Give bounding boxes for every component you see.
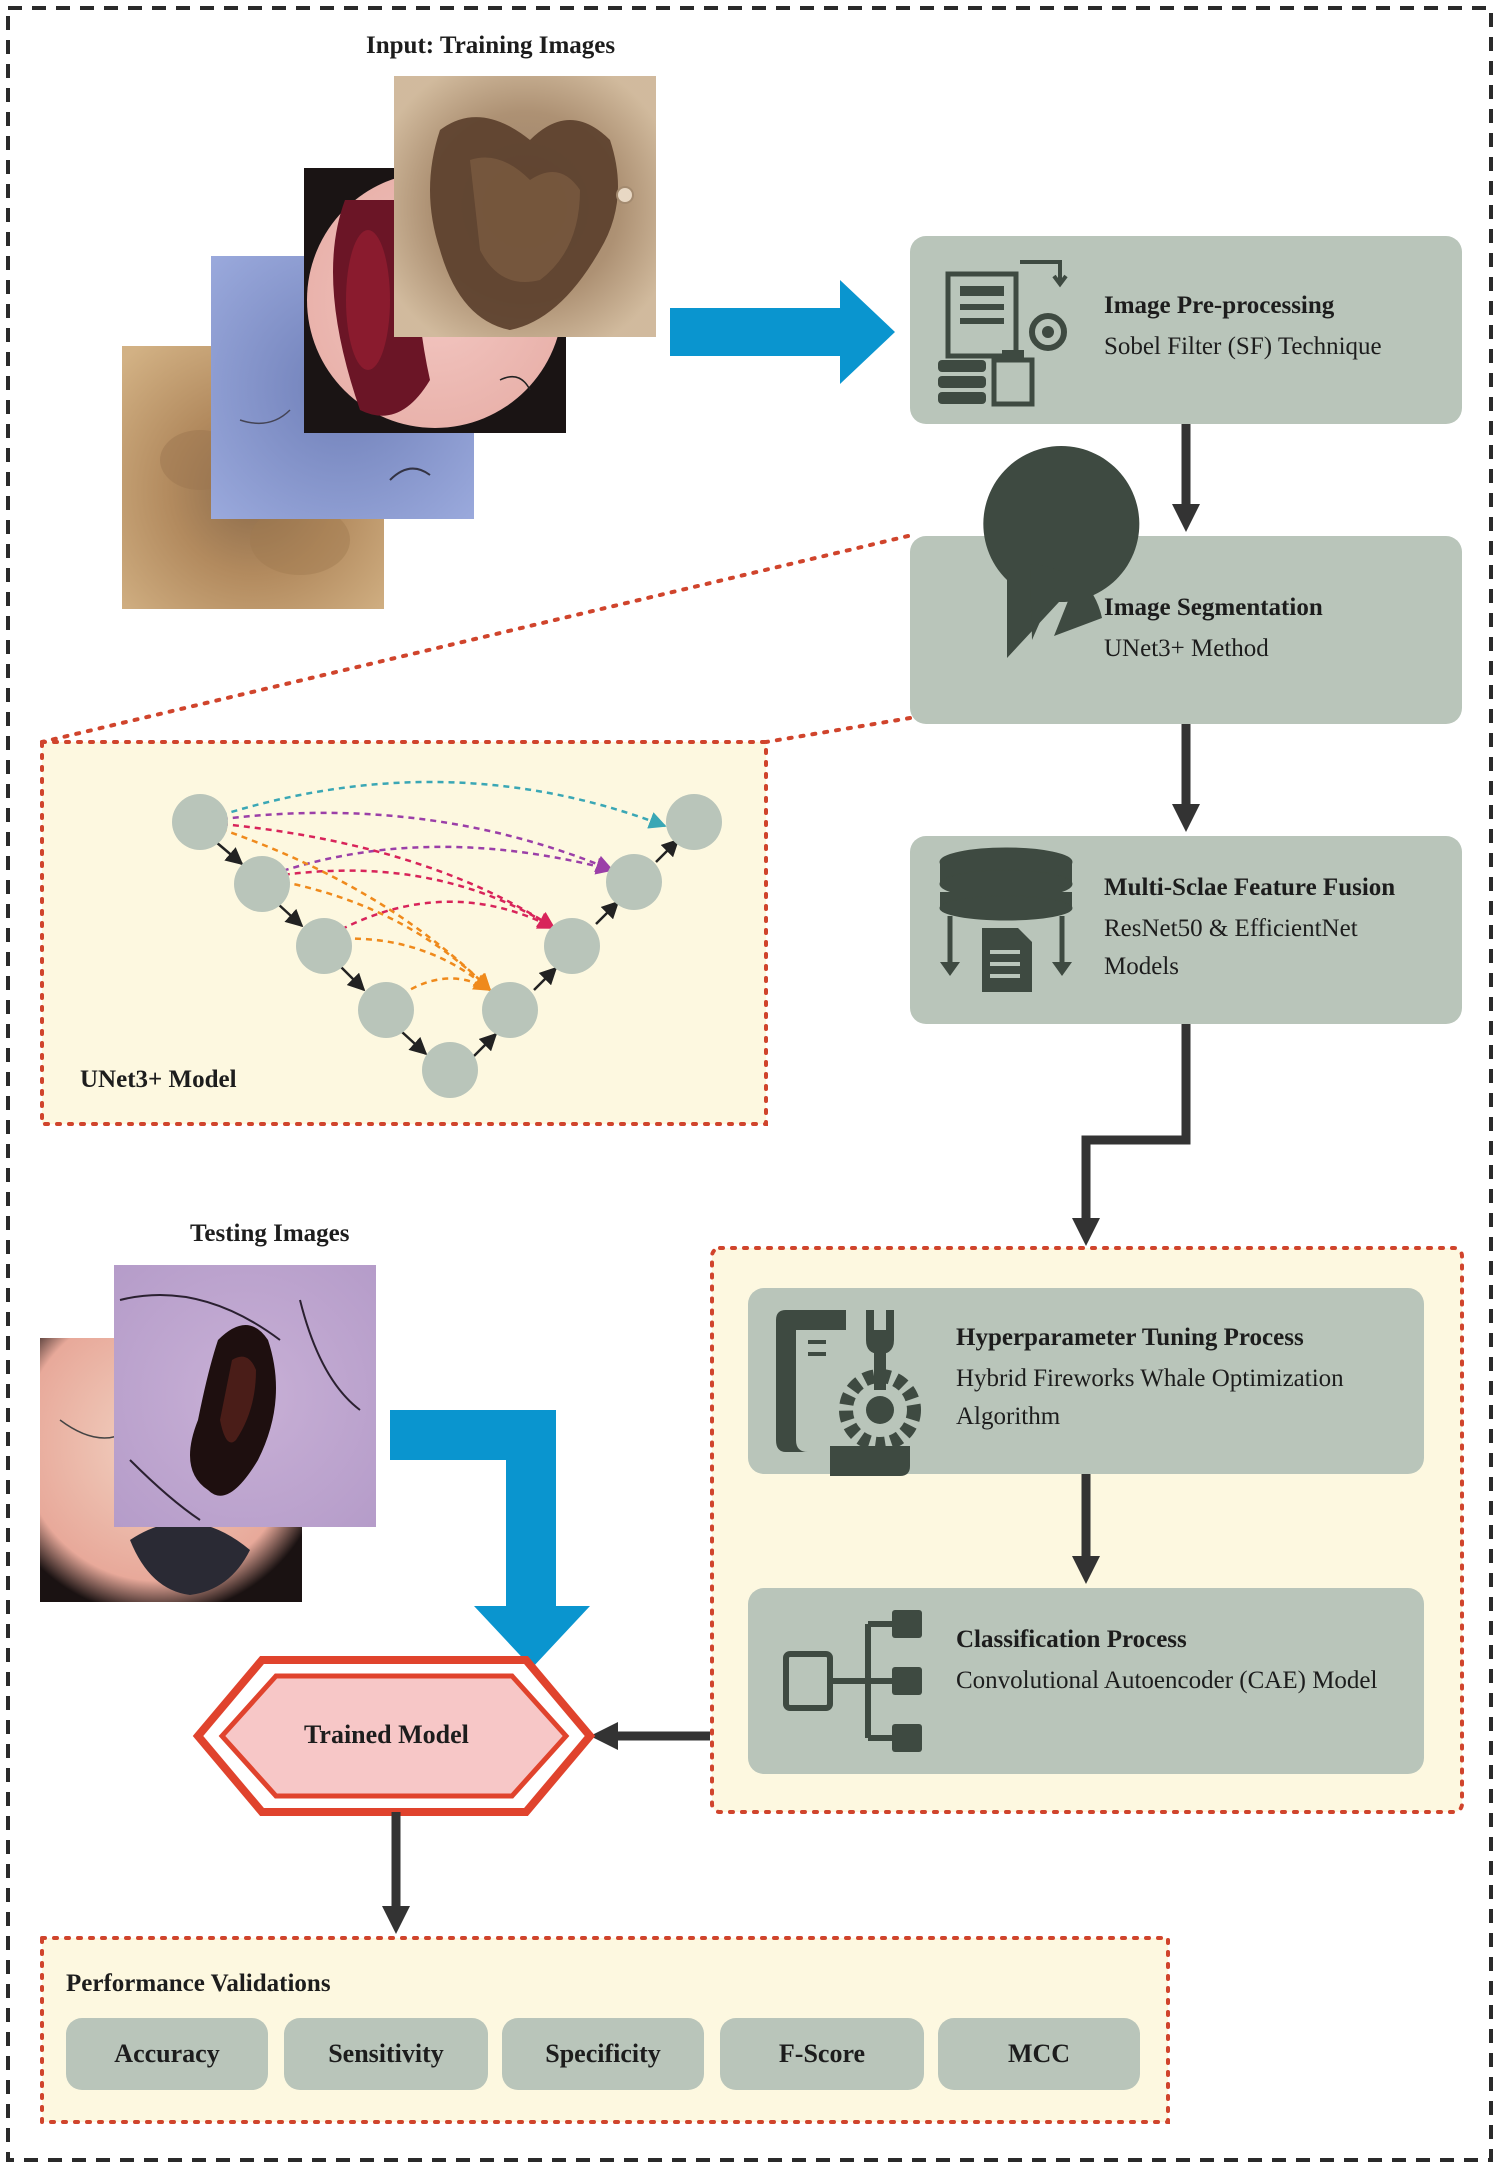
step-title-segmentation: Image Segmentation [1104, 594, 1323, 621]
metric-mcc: MCC [938, 2018, 1140, 2090]
step-subtitle-segmentation: UNet3+ Method [1104, 635, 1269, 662]
step-subtitle-classification: Convolutional Autoencoder (CAE) Model [956, 1667, 1378, 1694]
arrowhead-tuning [1072, 1556, 1100, 1584]
training-images [122, 76, 656, 609]
trained-model-hexagon [192, 1656, 596, 1816]
metric-f-score: F-Score [720, 2018, 924, 2090]
testing-images-label: Testing Images [190, 1220, 350, 1247]
blue-arrow-right [670, 280, 895, 384]
zoom-line-bottom [764, 716, 912, 744]
step-title-fusion: Multi-Sclae Feature Fusion [1104, 874, 1396, 901]
step-subtitle-fusion: ResNet50 & EfficientNet Models [1104, 915, 1358, 980]
metric-specificity: Specificity [502, 2018, 704, 2090]
testing-image-2 [114, 1265, 376, 1527]
training-image-4 [394, 76, 656, 337]
performance-title: Performance Validations [66, 1970, 331, 1997]
zoom-line-top [40, 534, 910, 744]
step-subtitle-preprocessing: Sobel Filter (SF) Technique [1104, 333, 1382, 360]
arrowhead-trained [590, 1722, 618, 1750]
unet-graph [172, 780, 722, 1098]
step-title-classification: Classification Process [956, 1626, 1187, 1653]
hierarchy-icon [783, 1610, 922, 1752]
step-box-preprocessing [910, 236, 1462, 424]
outer-frame [6, 6, 1493, 2162]
step-title-tuning: Hyperparameter Tuning Process [956, 1324, 1304, 1351]
unet-panel [40, 740, 768, 1126]
step-box-tuning [748, 1288, 1424, 1474]
flow-arrows [1072, 424, 1200, 1246]
unet-model-label: UNet3+ Model [80, 1066, 237, 1093]
pie-chart-icon [983, 446, 1140, 658]
trained-model-label: Trained Model [304, 1720, 469, 1749]
arrowhead-performance [382, 1906, 410, 1934]
metric-accuracy: Accuracy [66, 2018, 268, 2090]
wrench-gear-icon [776, 1310, 921, 1476]
document-gear-icon [938, 260, 1068, 407]
database-split-icon [939, 847, 1073, 992]
training-images-label: Input: Training Images [366, 32, 616, 59]
blue-arrow-down [390, 1410, 590, 1668]
step-subtitle-tuning: Hybrid Fireworks Whale Optimization Algo… [956, 1365, 1344, 1430]
testing-images [40, 1265, 376, 1602]
step-title-preprocessing: Image Pre-processing [1104, 292, 1335, 319]
metric-sensitivity: Sensitivity [284, 2018, 488, 2090]
